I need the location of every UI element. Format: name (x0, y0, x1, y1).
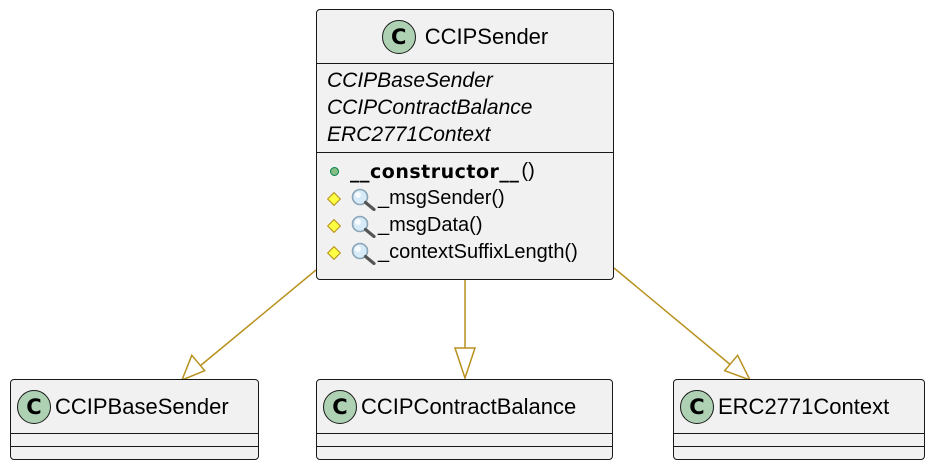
inheritance-arrowhead (453, 347, 477, 381)
magnifier-icon (350, 214, 376, 238)
class-header: C CCIPBaseSender (11, 380, 258, 433)
constructor-name: __constructor__ (350, 160, 520, 183)
divider (11, 433, 258, 434)
parent-item: ERC2771Context (327, 123, 491, 146)
protected-visibility-icon (326, 218, 342, 233)
class-header: C CCIPContractBalance (317, 380, 612, 433)
class-ccipsender: C CCIPSender CCIPBaseSender CCIPContract… (316, 9, 614, 280)
edge-to-erc2771context (613, 267, 733, 367)
method-row: __constructor__ () (327, 158, 613, 185)
class-name: ERC2771Context (718, 393, 890, 419)
method-name: _msgData() (378, 214, 483, 236)
class-erc2771context: C ERC2771Context (673, 379, 925, 460)
method-row: _msgSender() (326, 185, 613, 212)
method-row: _msgData() (326, 212, 613, 239)
divider (317, 152, 613, 153)
class-name: CCIPSender (424, 23, 549, 49)
class-badge-icon: C (680, 389, 714, 424)
class-header: C ERC2771Context (674, 380, 924, 433)
divider (674, 433, 924, 434)
edge-to-ccipbasesender (199, 269, 317, 367)
divider (317, 433, 612, 434)
magnifier-icon (350, 241, 376, 265)
protected-visibility-icon (326, 245, 342, 260)
class-badge-icon: C (381, 19, 416, 54)
inheritance-arrowhead (180, 353, 206, 382)
public-visibility-icon (327, 167, 341, 176)
class-name: CCIPContractBalance (361, 393, 577, 419)
inheritance-arrowhead (723, 353, 752, 382)
class-ccipbasesender: C CCIPBaseSender (10, 379, 259, 460)
divider (11, 446, 258, 447)
magnifier-icon (350, 187, 376, 211)
class-badge-icon: C (17, 389, 51, 424)
constructor-params: () (521, 160, 535, 182)
parent-item: CCIPBaseSender (327, 69, 493, 92)
class-header: C CCIPSender (317, 10, 613, 63)
method-list: __constructor__ () _msgSender() _msgData… (317, 153, 613, 266)
divider (317, 446, 612, 447)
class-ccipcontractbalance: C CCIPContractBalance (316, 379, 613, 460)
method-name: _contextSuffixLength() (378, 241, 578, 263)
parent-list: CCIPBaseSender CCIPContractBalance ERC27… (317, 64, 613, 152)
method-row: _contextSuffixLength() (326, 239, 613, 266)
class-name: CCIPBaseSender (55, 393, 229, 419)
parent-item: CCIPContractBalance (327, 96, 533, 119)
method-name: _msgSender() (378, 187, 505, 209)
protected-visibility-icon (326, 191, 342, 206)
divider (674, 446, 924, 447)
class-badge-icon: C (323, 389, 357, 424)
divider (317, 63, 613, 64)
